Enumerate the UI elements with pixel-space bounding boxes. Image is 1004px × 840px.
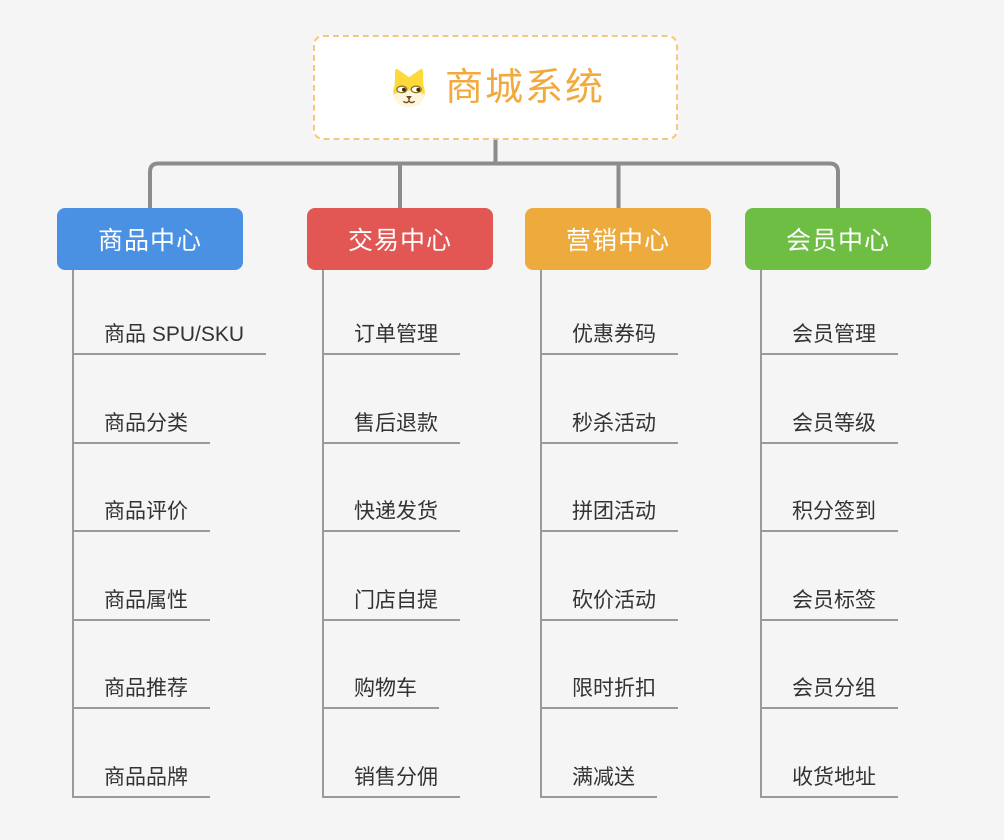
leaf-node[interactable]: 砍价活动 — [540, 579, 678, 621]
leaf-node[interactable]: 秒杀活动 — [540, 402, 678, 444]
branch-node-product-center[interactable]: 商品中心 — [57, 208, 243, 270]
branch-children-column-member: 会员管理 会员等级 积分签到 会员标签 会员分组 收货地址 — [760, 270, 898, 798]
leaf-node[interactable]: 订单管理 — [322, 313, 460, 355]
leaf-node[interactable]: 限时折扣 — [540, 667, 678, 709]
branch-node-member-center[interactable]: 会员中心 — [745, 208, 931, 270]
root-title: 商城系统 — [444, 66, 605, 109]
leaf-node[interactable]: 商品分类 — [72, 402, 210, 444]
connector-group — [148, 139, 840, 208]
leaf-node[interactable]: 优惠券码 — [540, 313, 678, 355]
leaf-node[interactable]: 售后退款 — [322, 402, 460, 444]
dog-face-icon — [386, 66, 432, 110]
leaf-node[interactable]: 满减送 — [540, 756, 657, 798]
branch-bus-line — [148, 161, 840, 208]
leaf-node[interactable]: 会员等级 — [760, 402, 898, 444]
branch-children-column-product: 商品 SPU/SKU 商品分类 商品评价 商品属性 商品推荐 商品品牌 — [72, 270, 267, 798]
leaf-node[interactable]: 销售分佣 — [322, 756, 460, 798]
leaf-node[interactable]: 积分签到 — [760, 490, 898, 532]
leaf-node[interactable]: 商品推荐 — [72, 667, 210, 709]
leaf-node[interactable]: 商品品牌 — [72, 756, 210, 798]
leaf-node[interactable]: 会员分组 — [760, 667, 898, 709]
leaf-node[interactable]: 购物车 — [322, 667, 439, 709]
branch-node-marketing-center[interactable]: 营销中心 — [525, 208, 711, 270]
branch-children-column-trade: 订单管理 售后退款 快递发货 门店自提 购物车 销售分佣 — [322, 270, 460, 798]
root-node[interactable]: 商城系统 — [313, 35, 678, 140]
leaf-node[interactable]: 商品属性 — [72, 579, 210, 621]
leaf-node[interactable]: 拼团活动 — [540, 490, 678, 532]
leaf-node[interactable]: 商品 SPU/SKU — [72, 313, 267, 355]
branch-node-trade-center[interactable]: 交易中心 — [307, 208, 493, 270]
leaf-node[interactable]: 会员标签 — [760, 579, 898, 621]
branch-children-column-marketing: 优惠券码 秒杀活动 拼团活动 砍价活动 限时折扣 满减送 — [540, 270, 678, 798]
leaf-node[interactable]: 快递发货 — [322, 490, 460, 532]
leaf-node[interactable]: 门店自提 — [322, 579, 460, 621]
leaf-node[interactable]: 收货地址 — [760, 756, 898, 798]
leaf-node[interactable]: 商品评价 — [72, 490, 210, 532]
leaf-node[interactable]: 会员管理 — [760, 313, 898, 355]
